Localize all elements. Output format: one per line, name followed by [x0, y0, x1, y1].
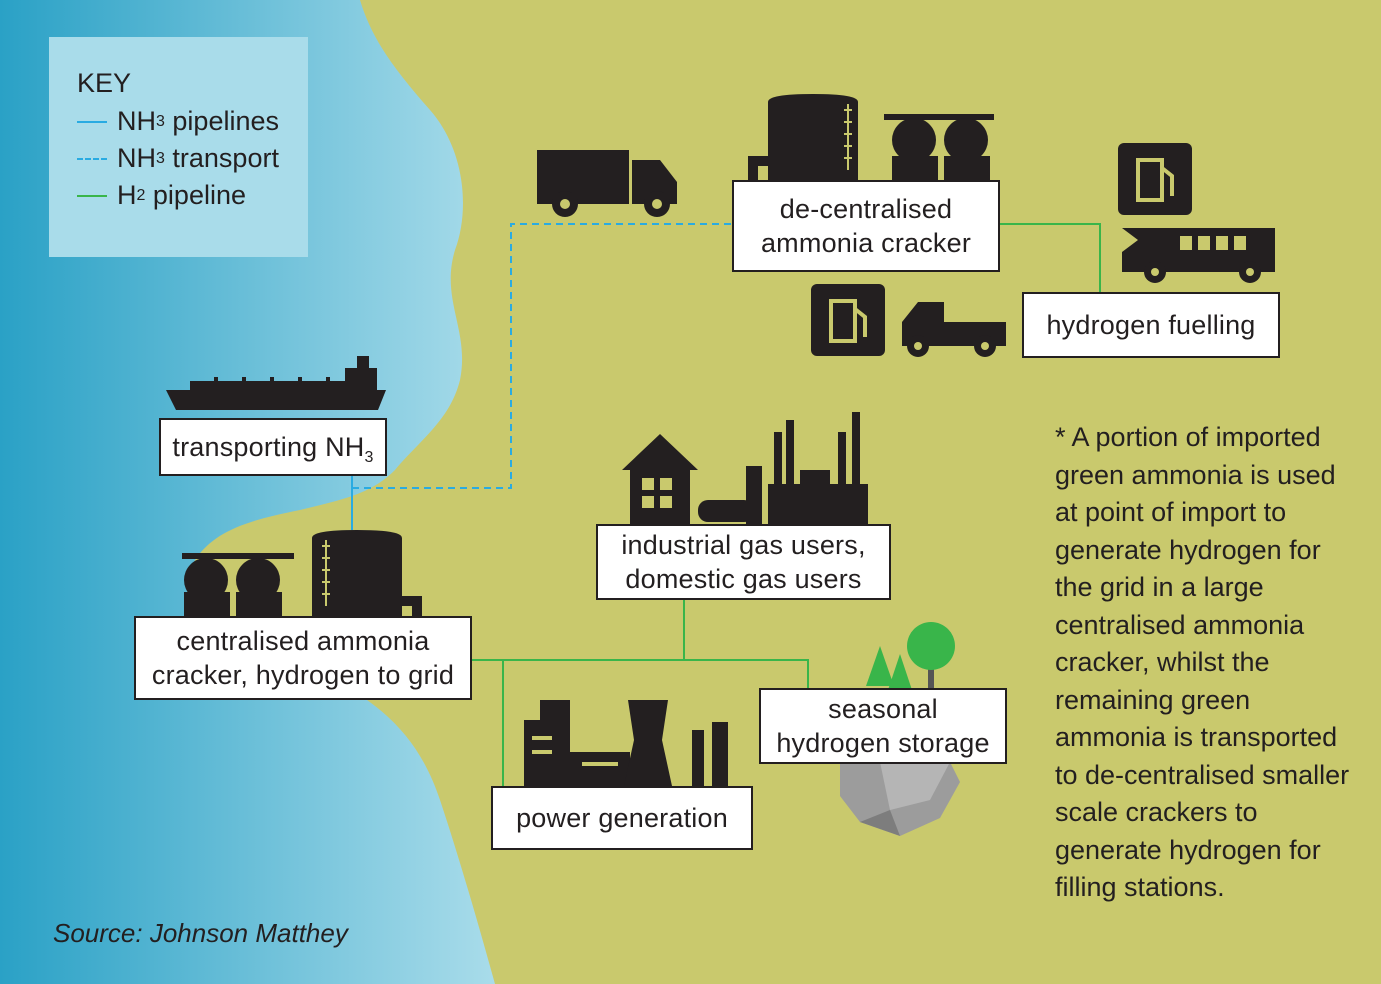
node-power-generation: power generation: [491, 786, 753, 850]
node-hydrogen-fuelling: hydrogen fuelling: [1022, 292, 1280, 358]
fuel-pump-icon: [811, 284, 885, 356]
pickup-truck-icon: [902, 302, 1006, 357]
nh3-transport-line: [352, 223, 734, 489]
legend-swatch-solid-blue: [77, 120, 107, 123]
tank-icon: [182, 530, 422, 616]
ship-icon: [166, 356, 386, 410]
trees-icon: [866, 622, 955, 692]
legend-swatch-dashed-blue: [77, 157, 107, 160]
footnote-text: * A portion of imported green ammonia is…: [1055, 422, 1350, 902]
rock-icon: [840, 762, 960, 836]
node-decentralised-cracker: de-centralised ammonia cracker: [732, 180, 1000, 272]
tank-icon: [748, 94, 994, 180]
node-seasonal-storage: seasonal hydrogen storage: [759, 688, 1007, 764]
node-centralised-cracker: centralised ammonia cracker, hydrogen to…: [134, 616, 472, 700]
legend-title: KEY: [77, 68, 132, 98]
house-icon: [622, 434, 698, 524]
node-industrial-gas-users: industrial gas users, domestic gas users: [596, 524, 891, 600]
bus-icon: [1122, 228, 1275, 283]
fuel-pump-icon: [1118, 143, 1192, 215]
h2-pipeline-lines: [470, 223, 1101, 786]
truck-icon: [537, 150, 677, 217]
node-transporting-nh3: transporting NH3: [159, 418, 387, 476]
factory-icon: [698, 412, 868, 524]
power-plant-icon: [524, 700, 728, 786]
source-credit: Source: Johnson Matthey: [53, 918, 348, 948]
legend-swatch-solid-green: [77, 194, 107, 197]
